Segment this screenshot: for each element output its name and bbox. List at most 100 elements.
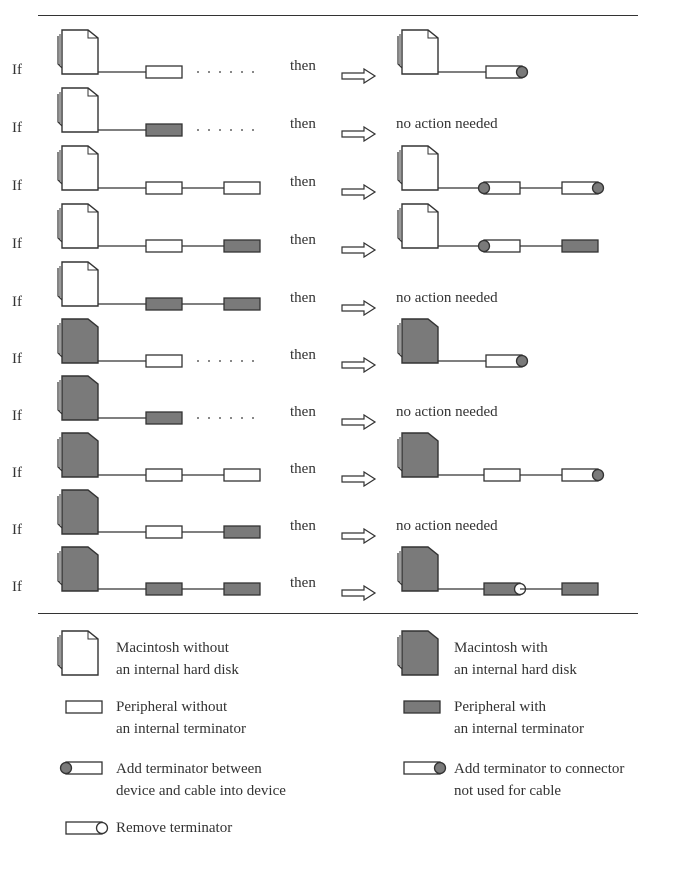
dot — [219, 71, 221, 73]
dot — [208, 129, 210, 131]
legend-mac-with-disk-icon — [397, 630, 439, 676]
dot — [241, 417, 243, 419]
row-then-label: then — [290, 58, 316, 74]
macintosh-without-disk-icon — [57, 203, 99, 249]
add-terminator-icon — [477, 239, 491, 253]
row-result-text: no action needed — [396, 116, 498, 132]
dot — [219, 360, 221, 362]
peripheral-without-terminator-icon — [145, 525, 183, 539]
legend-peripheral-terminated-icon — [403, 700, 441, 714]
arrow-icon — [341, 470, 377, 488]
mac-edge — [397, 553, 403, 586]
macintosh-without-disk-icon — [57, 261, 99, 307]
macintosh-with-disk-icon — [57, 375, 99, 421]
row-then-label: then — [290, 404, 316, 420]
peripheral-with-terminator-icon — [145, 123, 183, 137]
legend-line: Add terminator to connector — [454, 761, 625, 777]
legend-line: an internal hard disk — [454, 662, 577, 678]
dot — [208, 417, 210, 419]
no-device-dots — [197, 129, 254, 131]
row-if-label: If — [12, 62, 22, 78]
no-device-dots — [197, 360, 254, 362]
macintosh-without-disk-icon — [397, 29, 439, 75]
legend-line: Peripheral without — [116, 699, 228, 715]
mac-body — [401, 432, 439, 478]
legend-add-between-terminator-icon — [59, 761, 73, 775]
row-then-label: then — [290, 518, 316, 534]
peripheral-without-terminator-icon — [145, 239, 183, 253]
dot — [197, 71, 199, 73]
dot — [230, 417, 232, 419]
legend-mac-with-disk: Macintosh with an internal hard disk — [454, 637, 577, 681]
legend-line: an internal hard disk — [116, 662, 239, 678]
dot — [241, 360, 243, 362]
dot — [197, 129, 199, 131]
legend-remove-terminator-icon — [95, 821, 109, 835]
mac-edge — [397, 439, 403, 472]
dot — [197, 417, 199, 419]
dot — [252, 360, 254, 362]
dot — [241, 129, 243, 131]
mac-body — [401, 203, 439, 249]
macintosh-with-disk-icon — [57, 432, 99, 478]
row-if-label: If — [12, 120, 22, 136]
legend-line: an internal terminator — [454, 721, 584, 737]
arrow-icon — [341, 584, 377, 602]
macintosh-without-disk-icon — [57, 29, 99, 75]
macintosh-without-disk-icon — [397, 203, 439, 249]
row-if-label: If — [12, 294, 22, 310]
dot — [252, 71, 254, 73]
row-if-label: If — [12, 465, 22, 481]
macintosh-with-disk-icon — [57, 318, 99, 364]
mac-edge — [57, 439, 63, 472]
add-terminator-icon — [591, 181, 605, 195]
dot — [197, 360, 199, 362]
mac-body — [401, 318, 439, 364]
mac-body — [61, 261, 99, 307]
row-then-label: then — [290, 575, 316, 591]
legend-peripheral-with-terminator: Peripheral with an internal terminator — [454, 696, 584, 740]
mac-edge — [57, 553, 63, 586]
legend-add-connector-terminator-icon — [433, 761, 447, 775]
row-if-label: If — [12, 522, 22, 538]
legend-mac-without-disk-icon — [57, 630, 99, 676]
mac-body — [401, 29, 439, 75]
mac-body — [61, 29, 99, 75]
legend-peripheral-without-terminator: Peripheral without an internal terminato… — [116, 696, 246, 740]
mac-fold — [87, 146, 98, 155]
legend-line: Add terminator between — [116, 761, 262, 777]
legend-line: an internal terminator — [116, 721, 246, 737]
peripheral-with-terminator-icon — [561, 239, 599, 253]
legend-line: device and cable into device — [116, 783, 286, 799]
legend-line: Peripheral with — [454, 699, 547, 715]
row-then-label: then — [290, 461, 316, 477]
mac-edge — [397, 36, 403, 69]
peripheral-with-terminator-icon — [561, 582, 599, 596]
mac-body — [61, 87, 99, 133]
dot — [208, 71, 210, 73]
legend-add-terminator-between: Add terminator between device and cable … — [116, 758, 286, 802]
peripheral-with-terminator-icon — [145, 411, 183, 425]
mac-fold — [427, 204, 438, 213]
mac-edge — [57, 637, 63, 670]
arrow-icon — [341, 356, 377, 374]
row-if-label: If — [12, 579, 22, 595]
macintosh-without-disk-icon — [57, 87, 99, 133]
dot — [230, 360, 232, 362]
add-terminator-icon — [515, 354, 529, 368]
arrow-icon — [341, 413, 377, 431]
mac-edge — [57, 210, 63, 243]
macintosh-with-disk-icon — [397, 318, 439, 364]
legend-line: Macintosh without — [116, 640, 229, 656]
row-result-text: no action needed — [396, 404, 498, 420]
mac-fold — [87, 30, 98, 39]
dot — [230, 129, 232, 131]
legend-peripheral-plain-icon — [65, 700, 103, 714]
no-device-dots — [197, 417, 254, 419]
top-rule — [38, 15, 638, 16]
no-device-dots — [197, 71, 254, 73]
peripheral-with-terminator-icon — [223, 582, 261, 596]
peripheral-without-terminator-icon — [145, 181, 183, 195]
row-then-label: then — [290, 116, 316, 132]
